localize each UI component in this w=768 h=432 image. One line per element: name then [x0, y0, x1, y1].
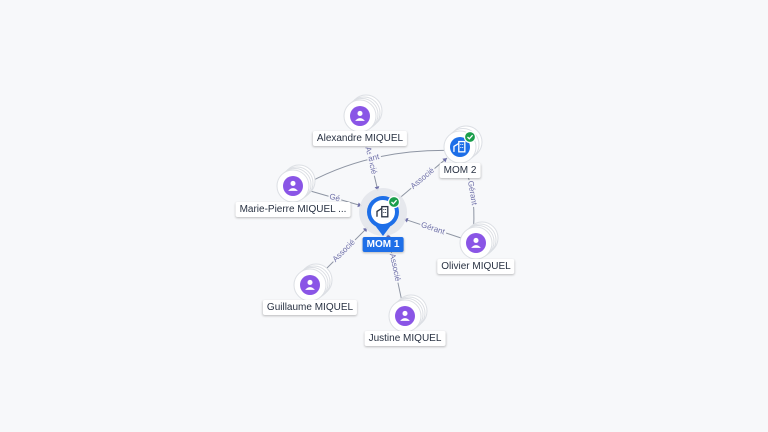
node-olivier[interactable] [459, 221, 499, 260]
building-icon-window [385, 212, 387, 213]
edge-label-bg [408, 164, 438, 192]
building-icon-window [383, 209, 385, 210]
building-icon-window [462, 143, 464, 145]
person-icon-body [471, 245, 481, 248]
node-label-mom1[interactable]: MOM 1 [362, 237, 404, 252]
node-label-marie[interactable]: Marie-Pierre MIQUEL ... [235, 202, 351, 217]
verified-badge [463, 130, 477, 144]
building-icon-window [460, 147, 462, 148]
node-label-justine[interactable]: Justine MIQUEL [364, 331, 446, 346]
person-icon-body [305, 287, 315, 290]
edge-olivier-mom1: Gérant [403, 217, 462, 239]
edge-label: Associé [388, 253, 403, 283]
person-icon [305, 279, 315, 290]
node-alexandre[interactable] [343, 94, 383, 133]
person-icon-head [402, 310, 408, 317]
building-icon-window [383, 212, 385, 213]
node-label-alexandre[interactable]: Alexandre MIQUEL [312, 131, 408, 146]
edge-label-bg [465, 179, 480, 208]
edge-label: Gérant [420, 220, 447, 237]
node-justine[interactable] [388, 294, 428, 333]
edge-label-bg [418, 219, 448, 237]
building-icon-annex [453, 142, 460, 152]
edge-label-bg [366, 151, 382, 164]
node-label-mom2[interactable]: MOM 2 [439, 163, 481, 178]
edge-guillaume-mom1: Associé [320, 227, 368, 275]
person-icon-head [357, 110, 363, 116]
building-icon-window [385, 209, 387, 210]
check-icon [391, 199, 398, 205]
building-icon [376, 205, 389, 218]
edge-label-bg [329, 236, 358, 265]
edge-label-bg [387, 251, 403, 284]
person-icon-head [307, 279, 313, 286]
map-pin-inner [371, 200, 395, 224]
person-avatar [283, 176, 303, 196]
node-mom2[interactable] [443, 125, 483, 164]
building-icon-tower [458, 140, 466, 153]
person-icon-body [288, 188, 298, 191]
node-mom1[interactable] [359, 188, 407, 236]
edge-label-bg [327, 191, 343, 204]
edge-arrow [442, 157, 448, 163]
edge-label: ant [367, 152, 381, 163]
edge-label: Associé [409, 165, 437, 190]
person-icon [355, 110, 365, 121]
person-icon [288, 180, 298, 191]
edge-label: Gérant [466, 180, 479, 206]
person-icon-body [355, 118, 365, 121]
edge-label: Associé [331, 237, 358, 264]
building-icon [453, 140, 466, 153]
building-icon-annex [376, 207, 383, 217]
node-label-olivier[interactable]: Olivier MIQUEL [437, 259, 515, 274]
person-icon [471, 237, 481, 248]
person-avatar [350, 106, 370, 126]
edge-label: Gé [328, 192, 341, 204]
person-icon-head [290, 180, 296, 186]
person-icon [400, 310, 410, 321]
building-icon-window [462, 147, 464, 148]
check-icon [467, 134, 474, 140]
node-guillaume[interactable] [293, 263, 333, 302]
building-icon-window [460, 143, 462, 145]
edge-mom2-marie: ant [309, 149, 446, 183]
edge-marie-mom1: Gé [307, 189, 363, 208]
person-avatar [466, 233, 486, 253]
building-icon-tower [381, 205, 389, 218]
node-marie[interactable] [276, 164, 316, 203]
person-icon-body [400, 318, 410, 321]
verified-badge [387, 195, 401, 209]
person-icon-head [473, 237, 479, 243]
node-label-guillaume[interactable]: Guillaume MIQUEL [262, 300, 358, 315]
